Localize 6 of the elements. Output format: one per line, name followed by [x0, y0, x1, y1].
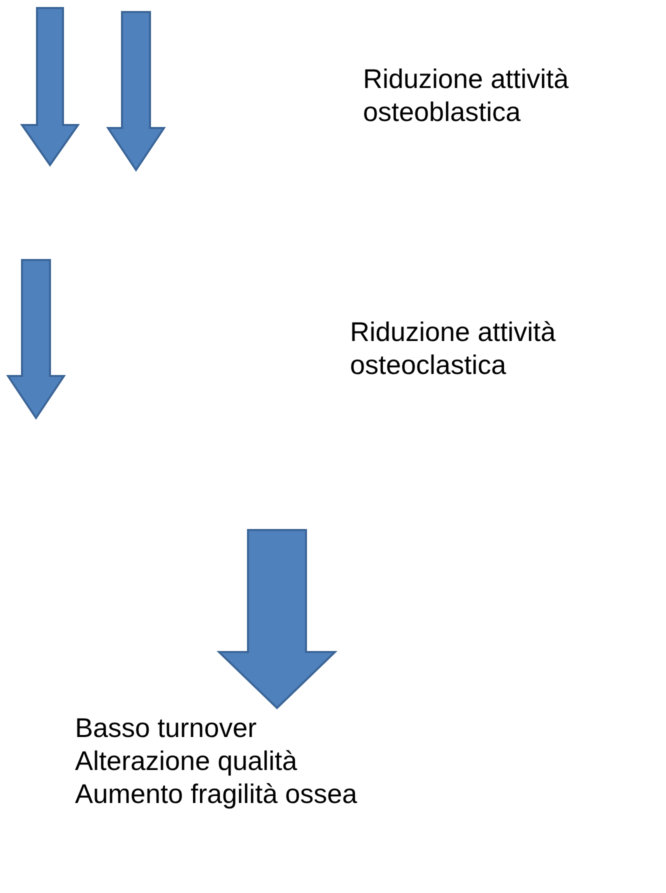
text-label: Riduzione attività osteoclastica	[350, 316, 557, 382]
block-arrow	[216, 529, 338, 710]
text-label: Aumento fragilità ossea	[75, 778, 358, 811]
text-label: Riduzione attività osteoblastica	[363, 63, 570, 129]
text-label: Basso turnover	[75, 712, 258, 745]
text-label: Alterazione qualità	[75, 745, 298, 778]
